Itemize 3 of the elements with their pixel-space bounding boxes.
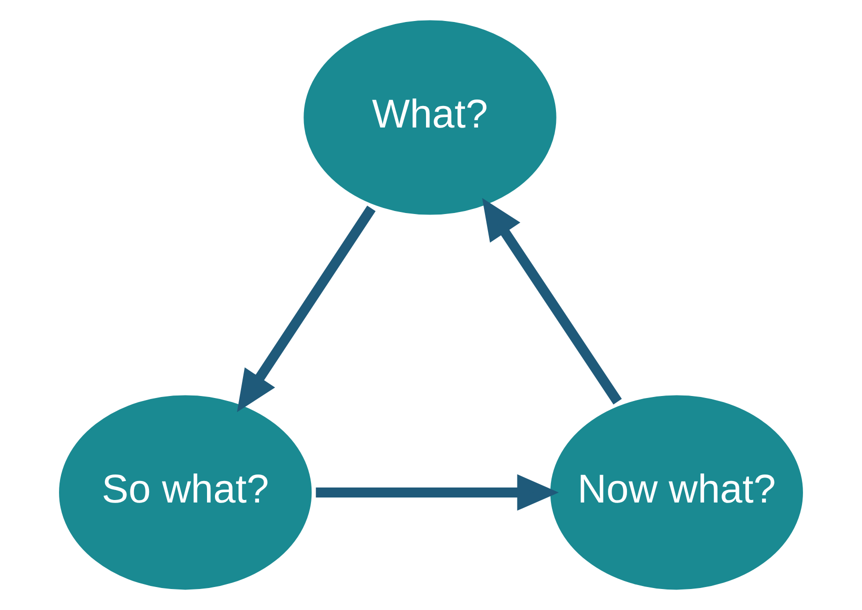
arrow: [237, 206, 376, 412]
arrow: [482, 198, 622, 404]
arrow: [316, 474, 559, 511]
